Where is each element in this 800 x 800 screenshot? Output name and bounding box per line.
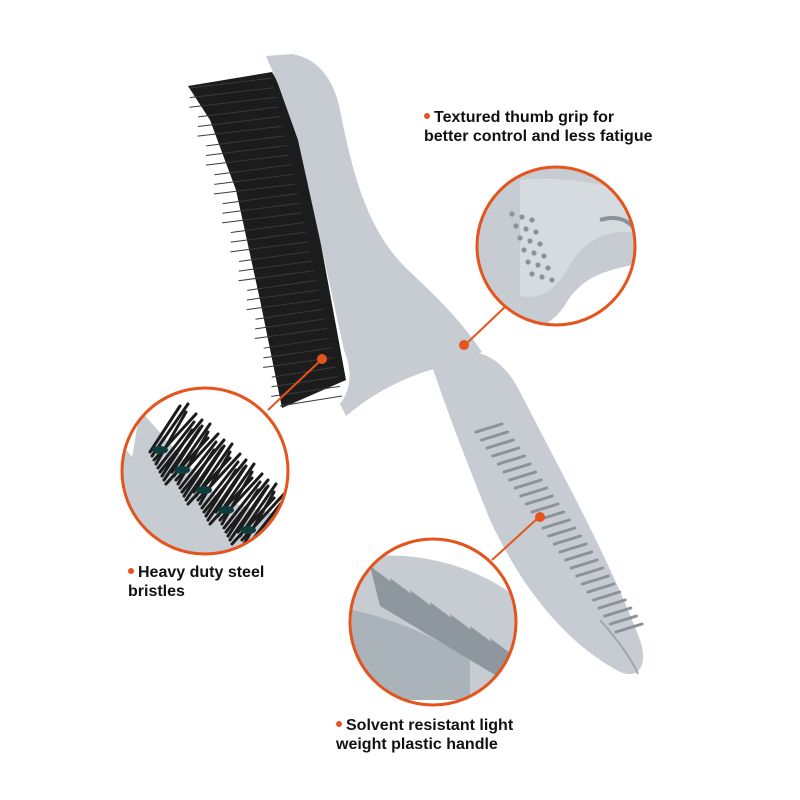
bristles-marker (317, 354, 327, 364)
handle-line2: weight plastic handle (336, 736, 498, 753)
bristles-callout: Heavy duty steel bristles (128, 563, 264, 601)
bristles-line1: Heavy duty steel (138, 564, 265, 581)
callout-connectors (267, 305, 545, 561)
thumb-grip-marker (459, 340, 469, 350)
bristle-block (188, 72, 346, 408)
bullet-dot (336, 720, 342, 727)
bullet-dot (128, 567, 134, 574)
bristles-detail (120, 386, 290, 556)
thumb-grip-line2: better control and less fatigue (424, 128, 653, 145)
handle-line1: Solvent resistant light (346, 717, 514, 734)
bullet-dot (424, 112, 430, 119)
brush-handle (430, 351, 644, 675)
handle-marker (535, 512, 545, 522)
thumb-grip-detail (475, 165, 637, 327)
wire-brush (188, 54, 644, 675)
bristles-line2: bristles (128, 583, 185, 600)
grip-texture-dots (509, 211, 555, 283)
handle-detail (348, 537, 518, 707)
brush-head (266, 54, 482, 416)
handle-callout: Solvent resistant light weight plastic h… (336, 716, 513, 754)
thumb-grip-line1: Textured thumb grip for (434, 109, 615, 126)
thumb-grip-callout: Textured thumb grip for better control a… (424, 108, 652, 146)
